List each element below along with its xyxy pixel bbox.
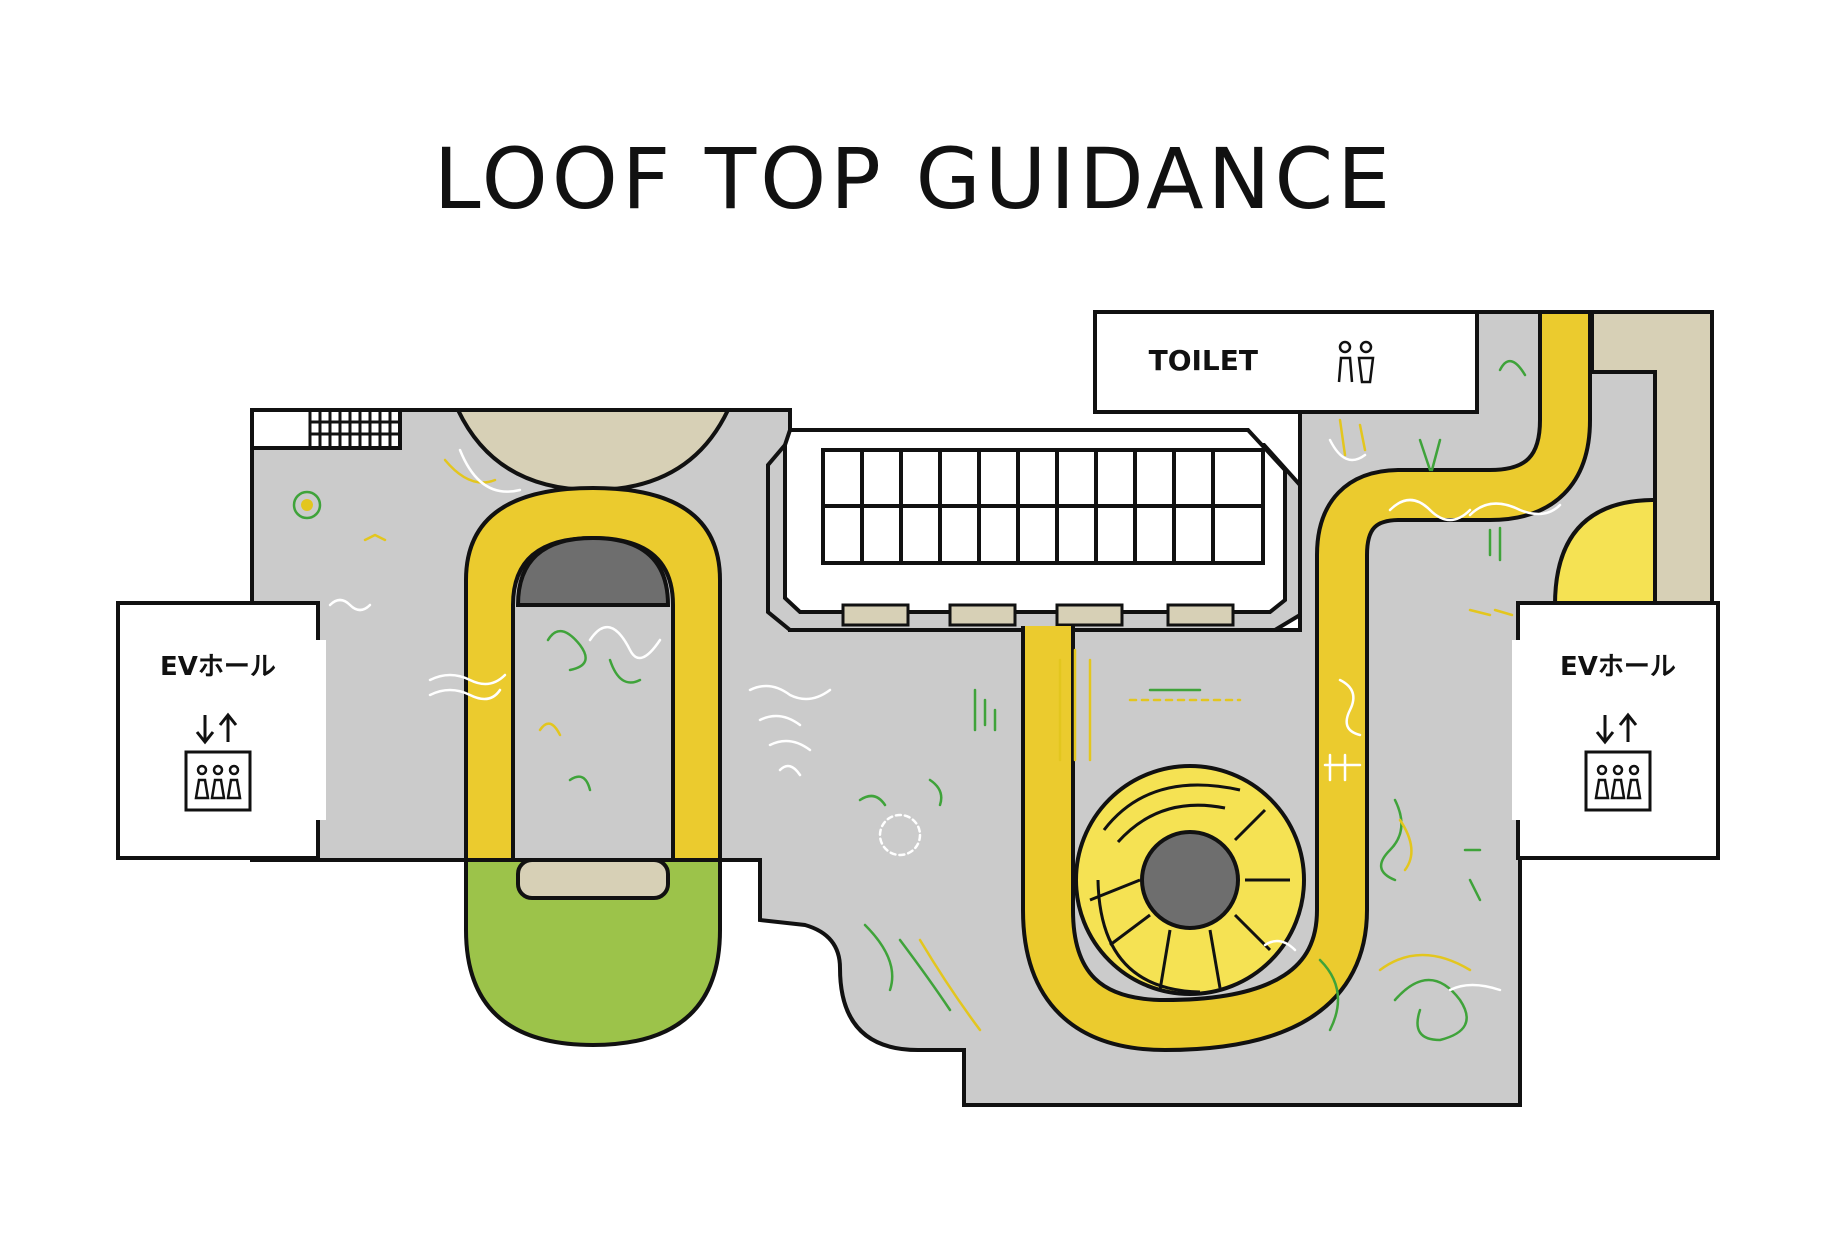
page-title: LOOF TOP GUIDANCE (433, 130, 1395, 228)
ev-hall-left-label: EVホール (160, 652, 276, 682)
elevator-arrows-icon (1595, 712, 1638, 745)
spiral-plaza (1074, 764, 1306, 996)
ev-hall-left: EVホール (116, 601, 326, 860)
elevator-arrows-icon (195, 712, 238, 745)
stairs-top-left (250, 408, 402, 450)
people-group-icon (1584, 750, 1652, 812)
central-pit (1140, 830, 1240, 930)
people-group-icon (184, 750, 252, 812)
lawn-area (464, 858, 722, 1048)
pavilion-building (766, 428, 1302, 632)
ev-hall-right: EVホール (1512, 601, 1720, 860)
bench (516, 858, 670, 900)
decorative-doodles (292, 360, 1562, 1042)
restroom-icon (1337, 340, 1375, 384)
ev-hall-right-label: EVホール (1560, 652, 1676, 682)
toilet-room: TOILET (1093, 310, 1479, 414)
toilet-label: TOILET (1149, 344, 1258, 377)
yellow-winding-track (1025, 314, 1588, 1048)
tunnel-pit (515, 535, 671, 607)
